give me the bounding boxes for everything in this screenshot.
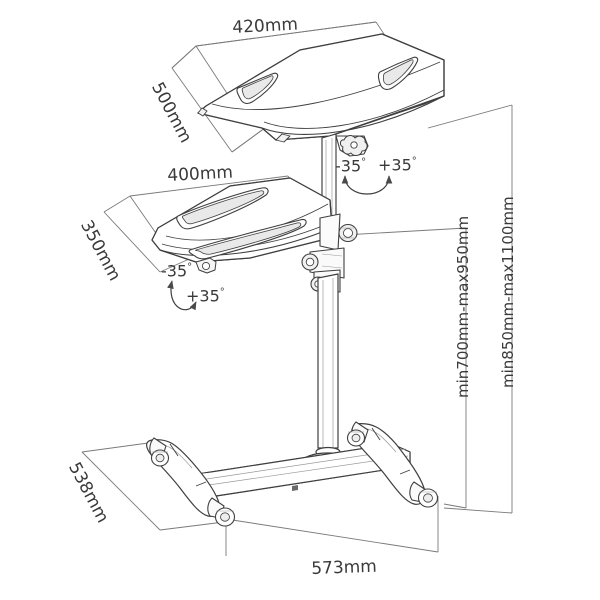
dim-ext-400-left (129, 195, 161, 240)
lower-tray (151, 177, 333, 274)
dim-line-350 (103, 211, 161, 273)
dimension-label-base-width: 573mm (310, 556, 378, 579)
caster-wheels (149, 421, 439, 527)
dim-line-400 (129, 175, 289, 197)
dim-ext-420-left (195, 45, 233, 102)
dimension-label-top-tray-width: 420mm (231, 14, 299, 38)
dim-ext-min700-bottom (443, 503, 467, 509)
angle-label-top-minus: -35° (335, 158, 366, 174)
wheeled-base (146, 423, 426, 517)
telescoping-column-lower (301, 273, 355, 472)
dimension-label-top-tray-height-range: min850mm-max1100mm (499, 196, 517, 388)
angle-label-top-plus-value: +35 (378, 155, 412, 175)
dim-line-538 (81, 451, 161, 531)
top-tray (197, 33, 445, 143)
tilt-angle-arcs (167, 175, 393, 311)
angle-label-top-plus: +35° (378, 157, 417, 173)
dimension-label-lower-tray-height-range: min700mm-max950mm (454, 215, 472, 398)
dim-ext-350-top (103, 195, 131, 213)
angle-label-lower-minus-value: -35 (161, 261, 188, 281)
dim-line-573 (225, 518, 439, 553)
angle-label-lower-plus-value: +35 (186, 286, 220, 306)
angle-label-lower-minus: -35° (161, 263, 192, 279)
dimension-label-lower-tray-width: 400mm (166, 162, 234, 186)
dim-ext-min850-top (427, 104, 513, 129)
angle-label-top-minus-value: -35 (335, 156, 362, 176)
lower-tilt-knob (319, 213, 358, 251)
dim-ext-min700-top (343, 227, 467, 236)
lower-tilt-arc (167, 280, 197, 311)
top-tilt-knob (335, 135, 369, 157)
degree-symbol-lower-plus: ° (219, 287, 225, 298)
degree-symbol-top-plus: ° (411, 156, 417, 167)
degree-symbol-lower-minus: ° (187, 262, 193, 273)
dim-ext-min850-bottom (443, 507, 513, 514)
angle-label-lower-plus: +35° (186, 288, 225, 304)
top-tilt-arc (341, 175, 393, 195)
degree-symbol-top-minus: ° (361, 157, 367, 168)
